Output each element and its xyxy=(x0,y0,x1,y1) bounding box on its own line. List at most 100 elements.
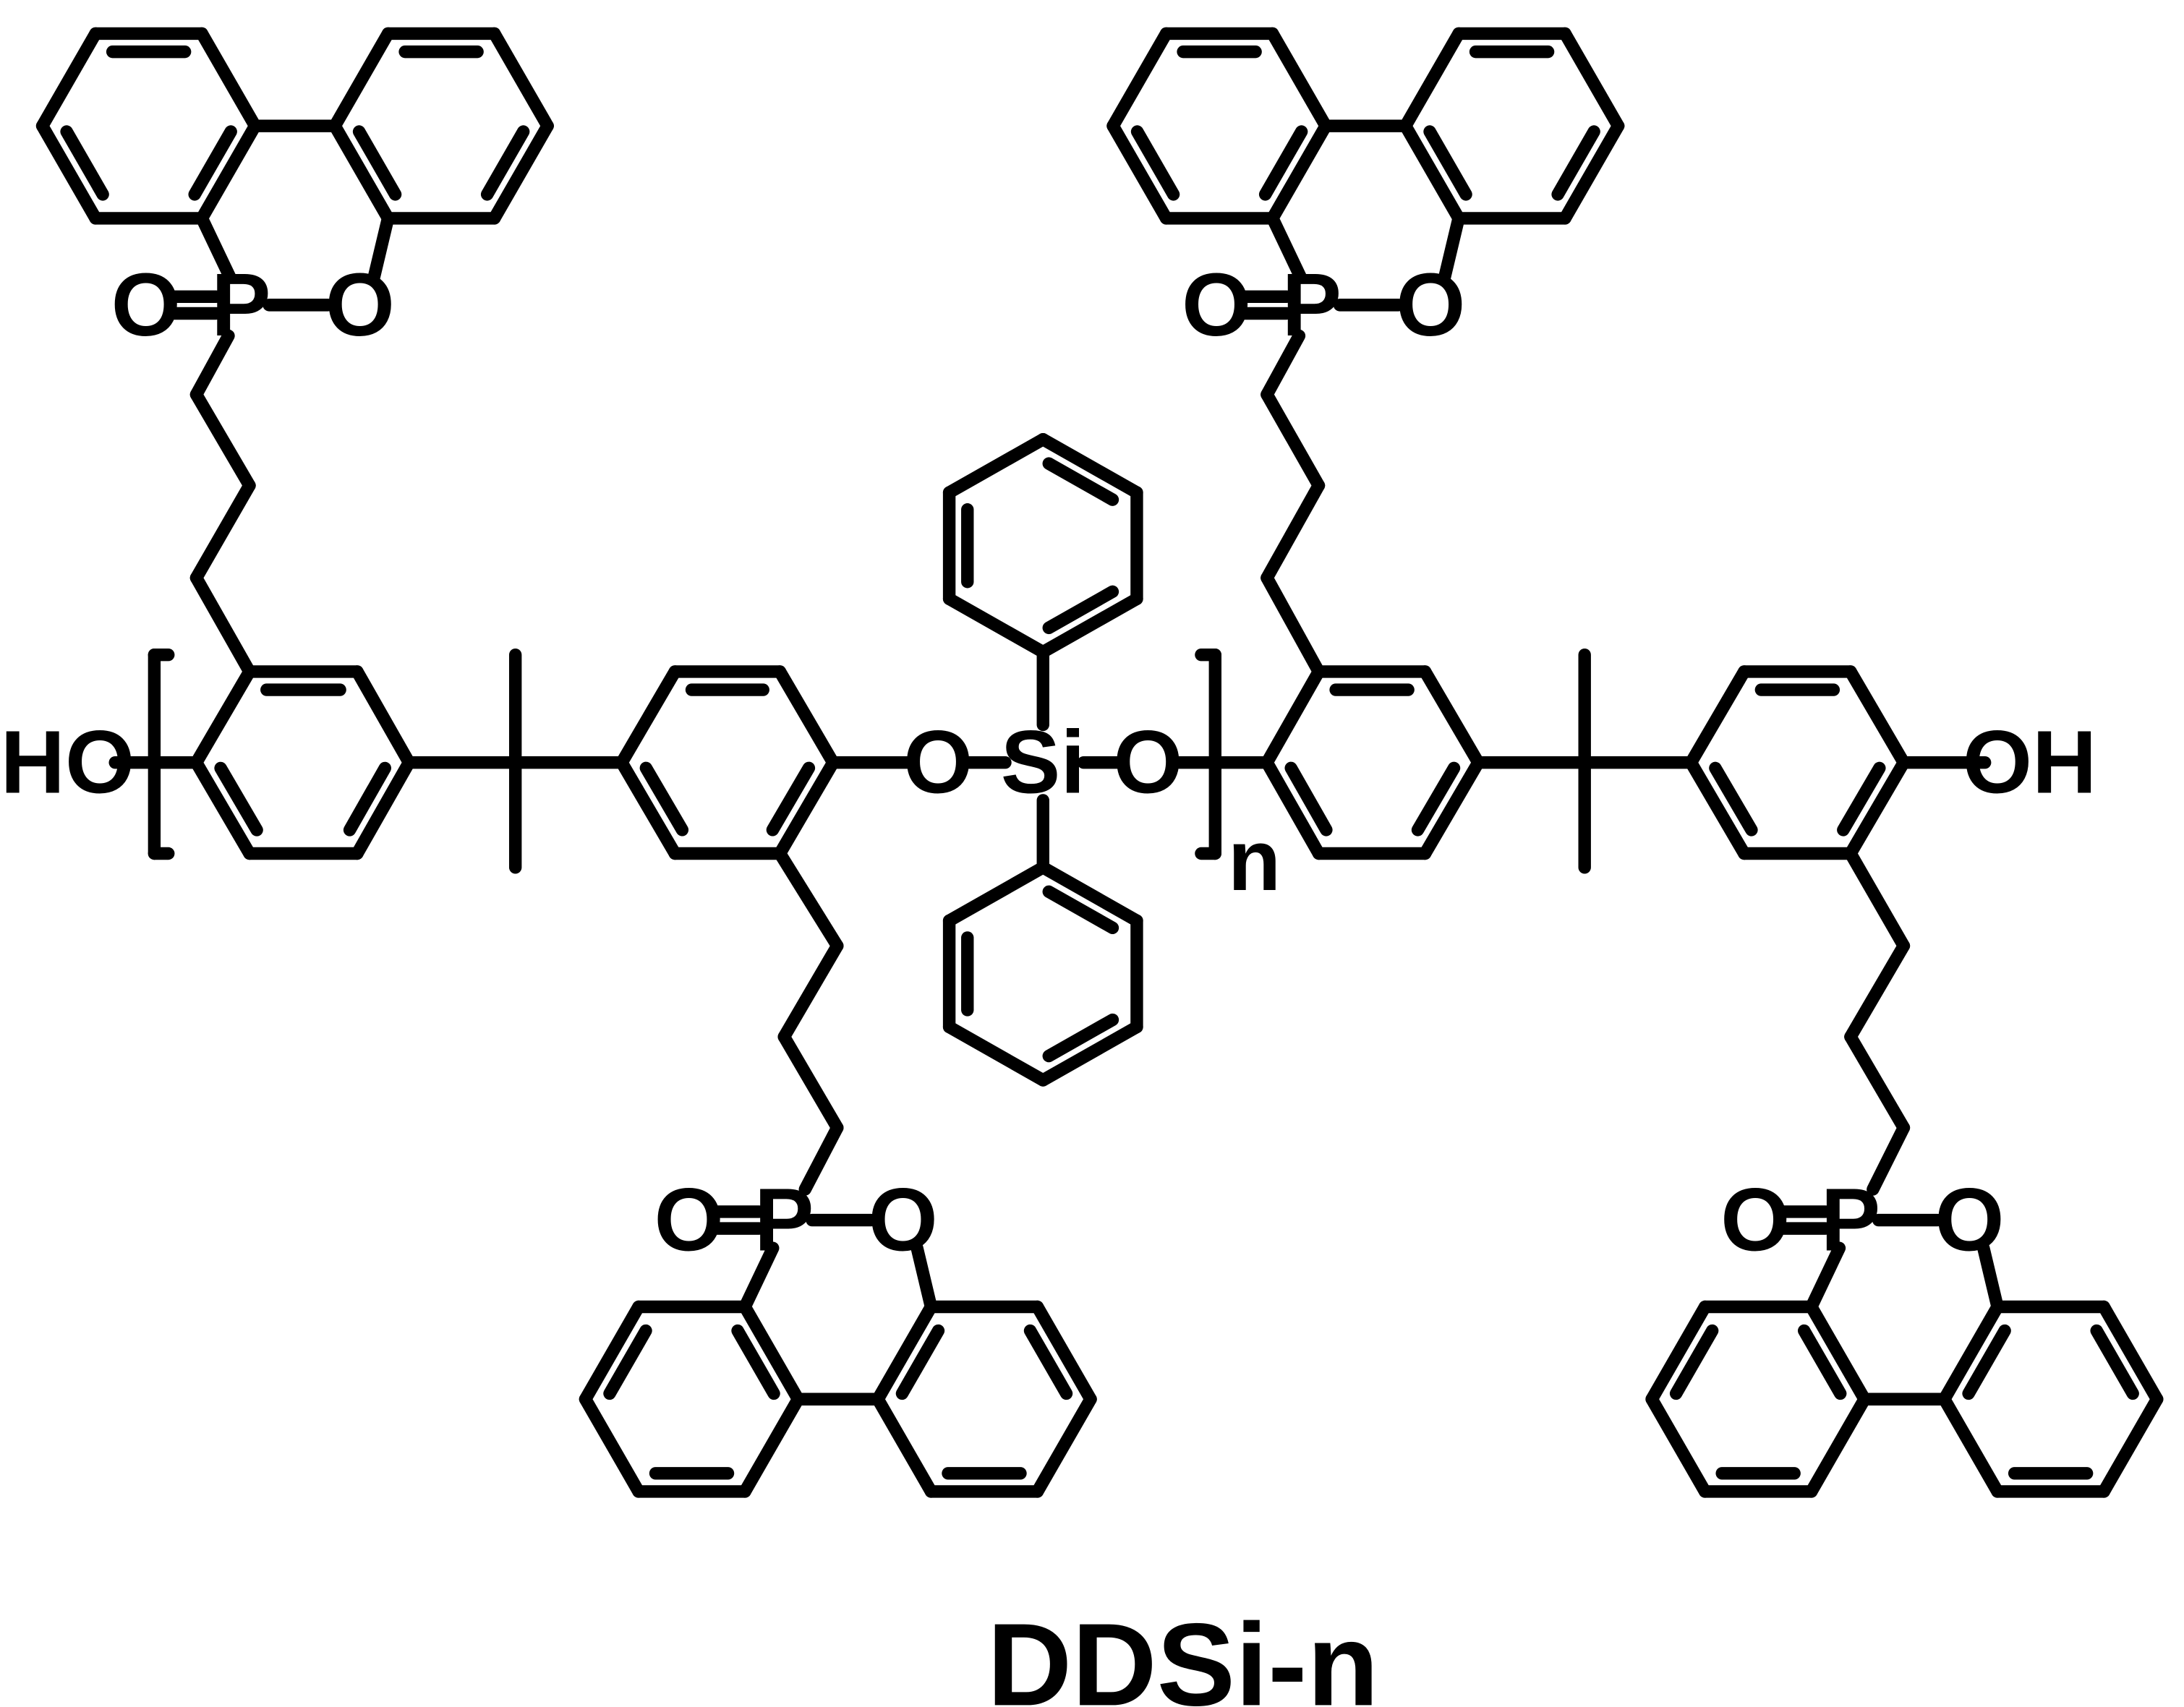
propyl-linker-2 xyxy=(1261,329,1306,401)
dopo-bottom-right-benzo-right-bond xyxy=(2097,1392,2164,1498)
dopo-bottom-middle-benzo-right-bond xyxy=(1031,1300,1097,1406)
dopo-top-right-phosphorus: P xyxy=(1282,255,1342,355)
propyl-linker-1 xyxy=(189,329,235,401)
aryl-ring-3-bond xyxy=(1418,756,1485,860)
aryl-ring-4-bond xyxy=(1684,756,1751,860)
dopo-top-right-benzo-right-double-bond xyxy=(1423,125,1472,201)
dopo-top-right-benzo-right-bond xyxy=(1558,27,1625,132)
hydroxyl-right-label: OH xyxy=(1963,713,2097,813)
dopo-bottom-right-benzo-right-double-bond xyxy=(1962,1324,2011,1400)
aryl-ring-4-double-bond xyxy=(1709,761,1758,837)
propyl-linker-4 xyxy=(1844,939,1911,1043)
dopo-bottom-right-oxo-oxygen: O xyxy=(1720,1171,1790,1270)
phenyl-top-bond xyxy=(942,432,1049,499)
propyl-linker-2 xyxy=(1261,388,1326,492)
dopo-top-right-benzo-left-double-bond xyxy=(1258,125,1308,201)
dopo-bottom-right-o-c-bond xyxy=(1977,1241,2004,1314)
dopo-bottom-right-benzo-left-double-bond xyxy=(1798,1324,1847,1400)
repeat-subscript: n xyxy=(1228,812,1281,909)
dopo-bottom-right-ring-oxygen: O xyxy=(1935,1171,2004,1270)
dopo-bottom-right-benzo-left-bond xyxy=(1805,1300,1871,1406)
propyl-linker-1 xyxy=(189,479,256,584)
silicon-label: Si xyxy=(1001,713,1085,813)
phenyl-top-bond xyxy=(942,592,1049,659)
siloxane-oxygen-left: O xyxy=(903,713,973,813)
dopo-bottom-middle-phosphorus: P xyxy=(754,1171,814,1270)
phenyl-top-bond xyxy=(1036,432,1143,499)
dopo-top-left-ring-oxygen: O xyxy=(325,255,395,355)
dopo-bottom-middle-p-c-bond xyxy=(738,1241,780,1314)
dopo-bottom-right-benzo-right-bond xyxy=(2097,1300,2164,1406)
bond-layer xyxy=(35,27,2164,1498)
dopo-top-left-benzo-left-double-bond xyxy=(60,125,109,201)
dopo-top-right-benzo-left-bond xyxy=(1106,119,1173,225)
dopo-top-left-benzo-left-bond xyxy=(195,27,262,132)
aryl-ring-2-bond xyxy=(615,756,682,860)
dopo-bottom-right-benzo-left-bond xyxy=(1805,1392,1871,1498)
dopo-top-left-oxo-oxygen: O xyxy=(111,255,181,355)
dopo-top-left-benzo-left-double-bond xyxy=(188,125,237,201)
dopo-bottom-right-benzo-right-double-bond xyxy=(2090,1324,2139,1400)
dopo-top-left-benzo-right-double-bond xyxy=(480,125,530,201)
propyl-linker-2 xyxy=(1261,479,1326,584)
phenyl-bottom-double-bond xyxy=(1042,885,1119,935)
dopo-top-left-benzo-right-double-bond xyxy=(352,125,402,201)
aryl-ring-1-bond xyxy=(189,756,256,860)
dopo-bottom-right-benzo-left-bond xyxy=(1645,1300,1712,1406)
aryl-ring-4-bond xyxy=(1844,756,1911,860)
propyl-linker-3 xyxy=(773,847,844,952)
aryl-ring-3-bond xyxy=(1261,665,1326,769)
aryl-ring-3-double-bond xyxy=(1411,761,1461,837)
aryl-ring-1-bond xyxy=(189,665,256,769)
aryl-ring-3-bond xyxy=(1261,756,1326,860)
dopo-top-left-p-c-bond xyxy=(195,212,236,283)
aryl-ring-1-double-bond xyxy=(343,761,391,837)
dopo-top-left-benzo-left-bond xyxy=(195,119,262,225)
propyl-linker-4 xyxy=(1844,847,1911,952)
dopo-bottom-middle-benzo-right-double-bond xyxy=(895,1324,945,1400)
aryl-ring-4-double-bond xyxy=(1837,761,1886,837)
aryl-ring-2-bond xyxy=(615,665,682,769)
aryl-ring-3-bond xyxy=(1418,665,1485,769)
aryl-ring-4-bond xyxy=(1844,665,1911,769)
dopo-bottom-right-benzo-right-bond xyxy=(1937,1300,2004,1406)
aryl-ring-2-double-bond xyxy=(766,761,816,837)
dopo-bottom-middle-benzo-left-double-bond xyxy=(731,1324,780,1400)
dopo-top-left-benzo-left-bond xyxy=(35,27,102,132)
dopo-top-right-benzo-right-double-bond xyxy=(1551,125,1600,201)
dopo-bottom-middle-benzo-left-bond xyxy=(738,1300,805,1406)
dopo-top-right-benzo-left-bond xyxy=(1266,27,1332,132)
dopo-bottom-right-p-c-bond xyxy=(1805,1241,1846,1314)
dopo-bottom-right-benzo-left-double-bond xyxy=(1669,1324,1719,1400)
aryl-ring-4-bond xyxy=(1684,665,1751,769)
propyl-linker-3 xyxy=(777,1030,844,1134)
dopo-bottom-right-benzo-left-bond xyxy=(1645,1392,1712,1498)
dopo-bottom-middle-benzo-right-bond xyxy=(1031,1392,1097,1498)
aryl-ring-3-double-bond xyxy=(1284,761,1333,837)
dopo-bottom-middle-oxo-oxygen: O xyxy=(654,1171,723,1270)
propyl-linker-4 xyxy=(1844,1030,1911,1134)
dopo-bottom-middle-ring-oxygen: O xyxy=(869,1171,938,1270)
propyl-linker-4 xyxy=(1867,1121,1911,1196)
aryl-ring-1-bond xyxy=(351,756,416,860)
phenyl-top-bond xyxy=(1036,592,1143,659)
propyl-linker-2 xyxy=(1261,571,1326,678)
propyl-linker-1 xyxy=(189,571,256,678)
aryl-ring-2-bond xyxy=(773,756,840,860)
aryl-ring-2-bond xyxy=(773,665,840,769)
dopo-bottom-middle-benzo-right-double-bond xyxy=(1023,1324,1073,1400)
phenyl-top-double-bond xyxy=(1042,457,1119,506)
dopo-top-left-benzo-right-bond xyxy=(487,27,554,132)
dopo-bottom-middle-benzo-left-bond xyxy=(579,1300,645,1406)
hydroxyl-left-label: HO xyxy=(1,713,135,813)
siloxane-oxygen-right: O xyxy=(1113,713,1182,813)
dopo-top-left-phosphorus: P xyxy=(211,255,271,355)
dopo-top-left-benzo-right-bond xyxy=(328,119,395,225)
aryl-ring-2-double-bond xyxy=(639,761,689,837)
dopo-top-left-benzo-right-bond xyxy=(328,27,395,132)
dopo-top-right-benzo-right-bond xyxy=(1558,119,1625,225)
dopo-top-left-benzo-left-bond xyxy=(35,119,102,225)
